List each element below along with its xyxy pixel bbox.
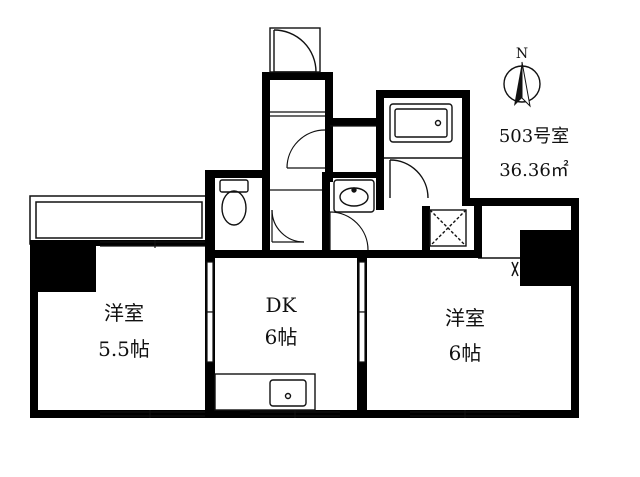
- room-left-name: 洋室: [104, 301, 144, 325]
- room-dk-size: 6帖: [265, 325, 298, 349]
- balcony-right: [477, 208, 524, 277]
- toilet-door: [270, 189, 322, 243]
- washing-machine-pan: [429, 209, 467, 247]
- windows: [100, 240, 520, 418]
- unit-room-number: 503号室: [499, 126, 569, 147]
- entrance-door: [269, 27, 321, 73]
- room-left-size: 5.5帖: [98, 337, 150, 361]
- kitchen-counter: [214, 373, 316, 411]
- compass-north-label: N: [516, 46, 528, 62]
- unit-area: 36.36㎡: [499, 159, 569, 181]
- storage: [270, 111, 376, 169]
- room-dk-name: DK: [266, 293, 298, 317]
- room-right-size: 6帖: [449, 341, 482, 365]
- balcony-left: [29, 195, 209, 245]
- washbasin: [333, 179, 375, 213]
- bathroom: [384, 103, 462, 199]
- compass: N: [503, 46, 541, 108]
- room-right-name: 洋室: [445, 306, 485, 330]
- toilet: [219, 179, 249, 226]
- walls: [30, 72, 579, 418]
- sliding-doors: [206, 261, 366, 363]
- washroom-door: [329, 211, 369, 251]
